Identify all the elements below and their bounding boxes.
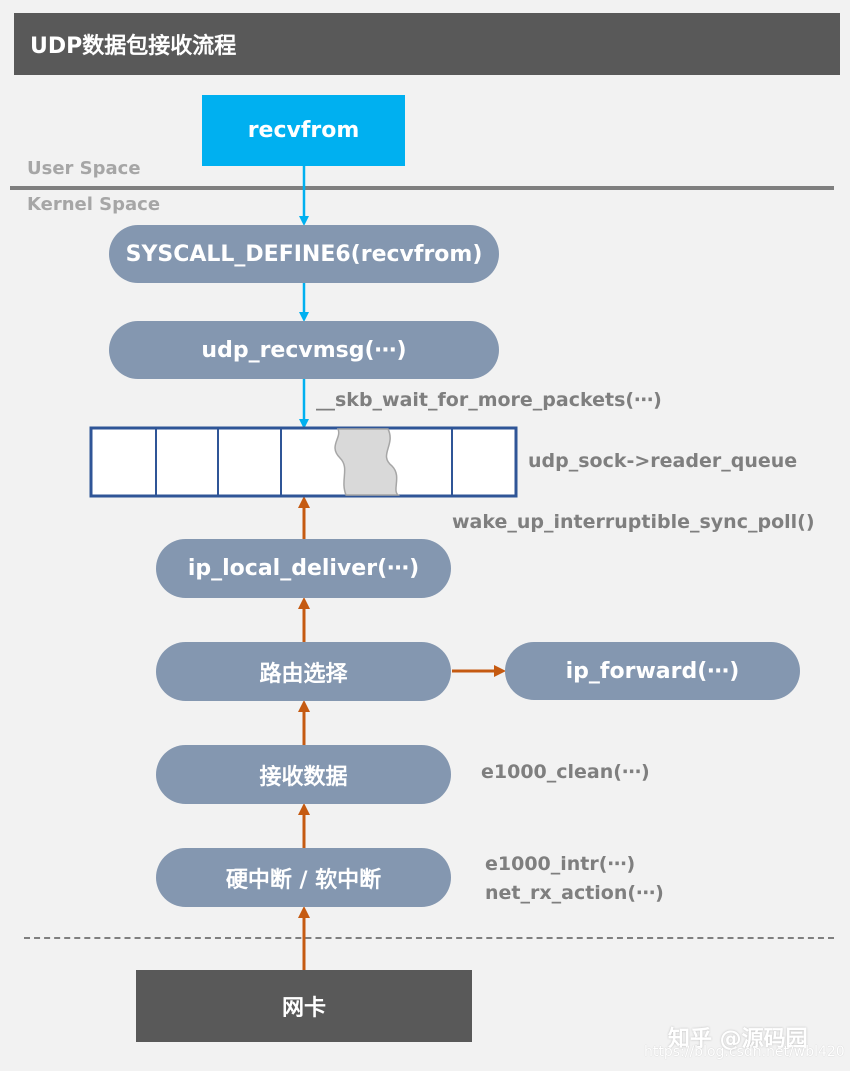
interrupt-node: 硬中断 / 软中断 [156, 848, 451, 907]
hardware-boundary-line [24, 937, 834, 939]
wake-up-note: wake_up_interruptible_sync_poll() [452, 511, 815, 533]
queue-break-symbol [334, 428, 401, 496]
reader-queue-label: udp_sock->reader_queue [528, 450, 798, 472]
diagram-title: UDP数据包接收流程 [14, 13, 840, 75]
interrupt-notes: e1000_intr(⋯) net_rx_action(⋯) [485, 850, 664, 908]
udp-recvmsg-node: udp_recvmsg(⋯) [109, 321, 499, 379]
kernel-space-label: Kernel Space [27, 194, 161, 215]
skb-wait-note: __skb_wait_for_more_packets(⋯) [316, 389, 662, 411]
user-space-label: User Space [27, 158, 141, 179]
e1000-clean-note: e1000_clean(⋯) [481, 761, 650, 783]
syscall-define6-node: SYSCALL_DEFINE6(recvfrom) [109, 225, 499, 283]
ip-forward-node: ip_forward(⋯) [505, 642, 800, 700]
watermark-url: https://blog.csdn.net/wbl420 [644, 1044, 845, 1060]
route-select-node: 路由选择 [156, 642, 451, 701]
ip-local-deliver-node: ip_local_deliver(⋯) [156, 539, 451, 598]
user-kernel-separator [10, 186, 834, 190]
net-rx-action-note: net_rx_action(⋯) [485, 882, 664, 904]
recvfrom-box: recvfrom [202, 95, 405, 166]
e1000-intr-note: e1000_intr(⋯) [485, 853, 636, 875]
reader-queue [89, 426, 518, 498]
watermark-zhihu: 知乎 @源码园 [668, 1027, 808, 1052]
nic-box: 网卡 [136, 970, 472, 1042]
receive-data-node: 接收数据 [156, 745, 451, 804]
